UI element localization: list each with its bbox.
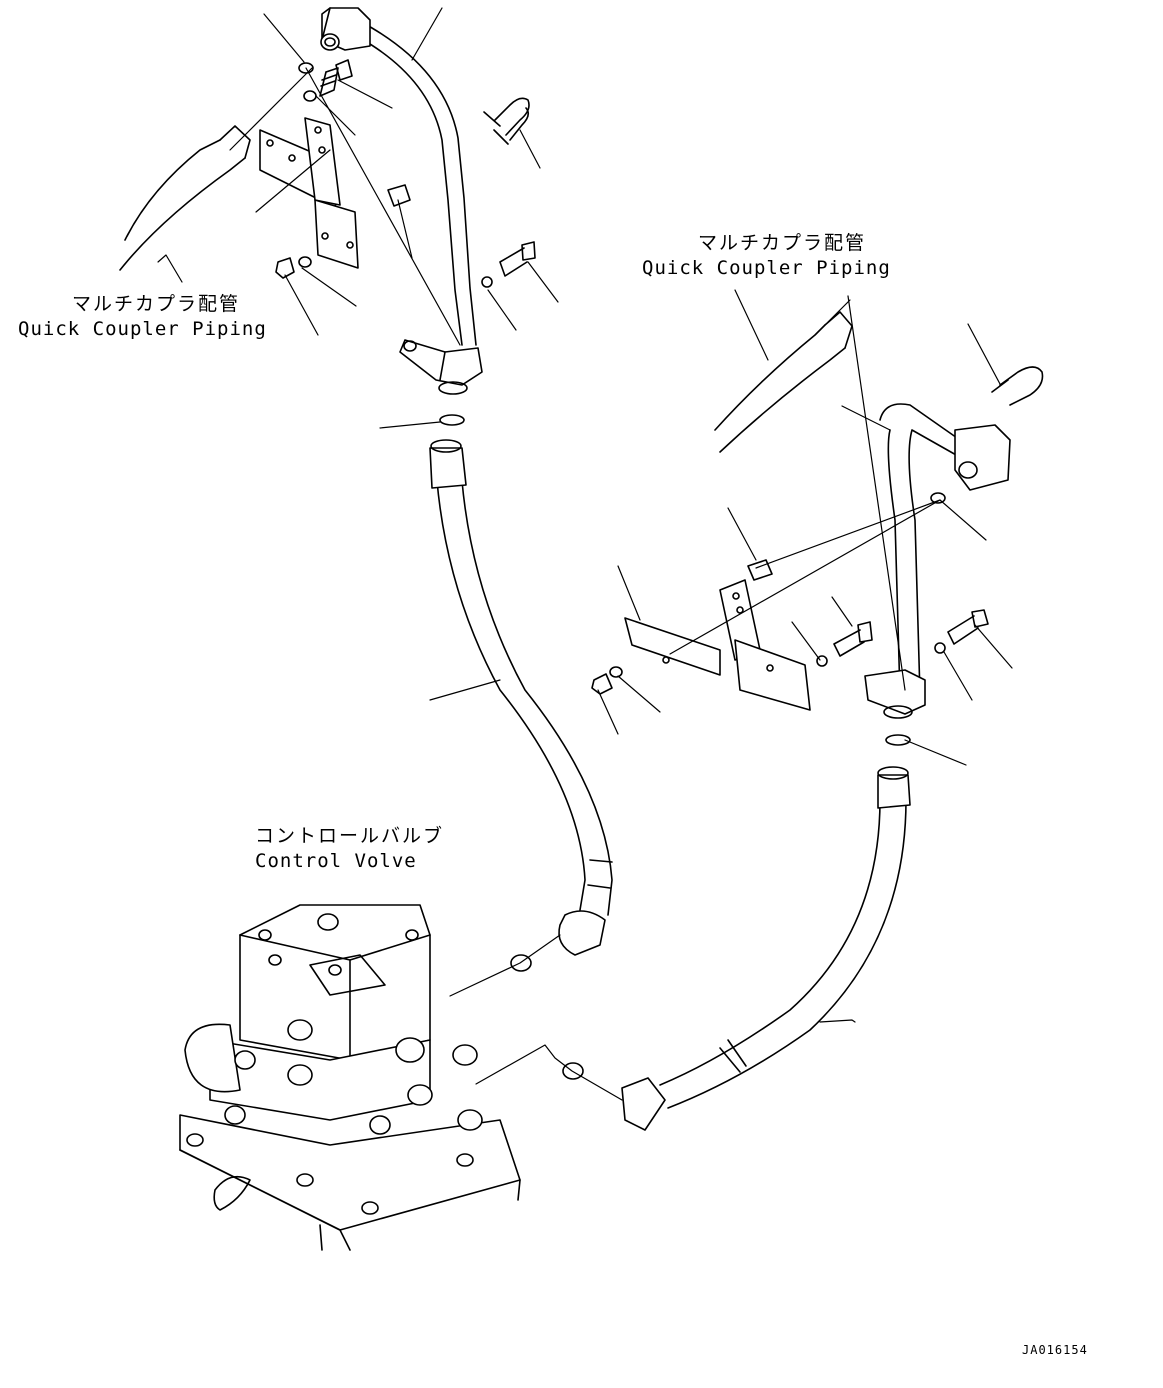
control-valve-label-jp: コントロールバルブ bbox=[255, 825, 445, 847]
right-bracket bbox=[625, 580, 810, 710]
right-rigid-tube bbox=[880, 404, 1010, 695]
left-rigid-tube bbox=[321, 8, 476, 345]
o-ring-icon bbox=[886, 735, 910, 745]
left-coupler-label-en: Quick Coupler Piping bbox=[18, 318, 267, 340]
left-coupler-label-jp: マルチカプラ配管 bbox=[72, 293, 241, 315]
bolt-icon bbox=[834, 622, 872, 656]
o-ring-icon bbox=[931, 493, 945, 503]
right-tube-bottom-clamp bbox=[865, 670, 925, 718]
left-long-hose bbox=[430, 440, 612, 955]
o-ring-icon bbox=[563, 1063, 583, 1079]
bolt-icon bbox=[948, 610, 988, 644]
o-ring-icon bbox=[440, 415, 464, 425]
u-bolt-icon bbox=[992, 367, 1043, 405]
control-valve bbox=[180, 905, 520, 1250]
washer-icon bbox=[610, 667, 622, 677]
bolt-icon bbox=[320, 60, 352, 96]
nut-icon bbox=[276, 258, 294, 278]
right-coupler-hose-stub bbox=[715, 312, 852, 452]
bolt-icon bbox=[500, 242, 535, 276]
clip-icon bbox=[388, 185, 410, 206]
control-valve-label-en: Control Volve bbox=[255, 850, 417, 872]
right-coupler-label-jp: マルチカプラ配管 bbox=[698, 232, 867, 254]
right-coupler-label-en: Quick Coupler Piping bbox=[642, 257, 891, 279]
washer-icon bbox=[817, 656, 827, 666]
left-coupler-hose-stub bbox=[120, 126, 250, 270]
drawing-number: JA016154 bbox=[1022, 1343, 1088, 1357]
nut-icon bbox=[592, 674, 612, 694]
clip-icon bbox=[748, 560, 772, 580]
left-bracket bbox=[260, 118, 358, 268]
right-long-hose bbox=[622, 767, 910, 1130]
washer-icon bbox=[299, 257, 311, 267]
washer-icon bbox=[935, 643, 945, 653]
o-ring-icon bbox=[299, 63, 313, 73]
washer-icon bbox=[304, 91, 316, 101]
left-tube-bottom-clamp bbox=[400, 340, 482, 394]
o-ring-icon bbox=[511, 955, 531, 971]
u-bolt-icon bbox=[484, 98, 529, 144]
leader-lines bbox=[158, 8, 1012, 1100]
washer-icon bbox=[482, 277, 492, 287]
